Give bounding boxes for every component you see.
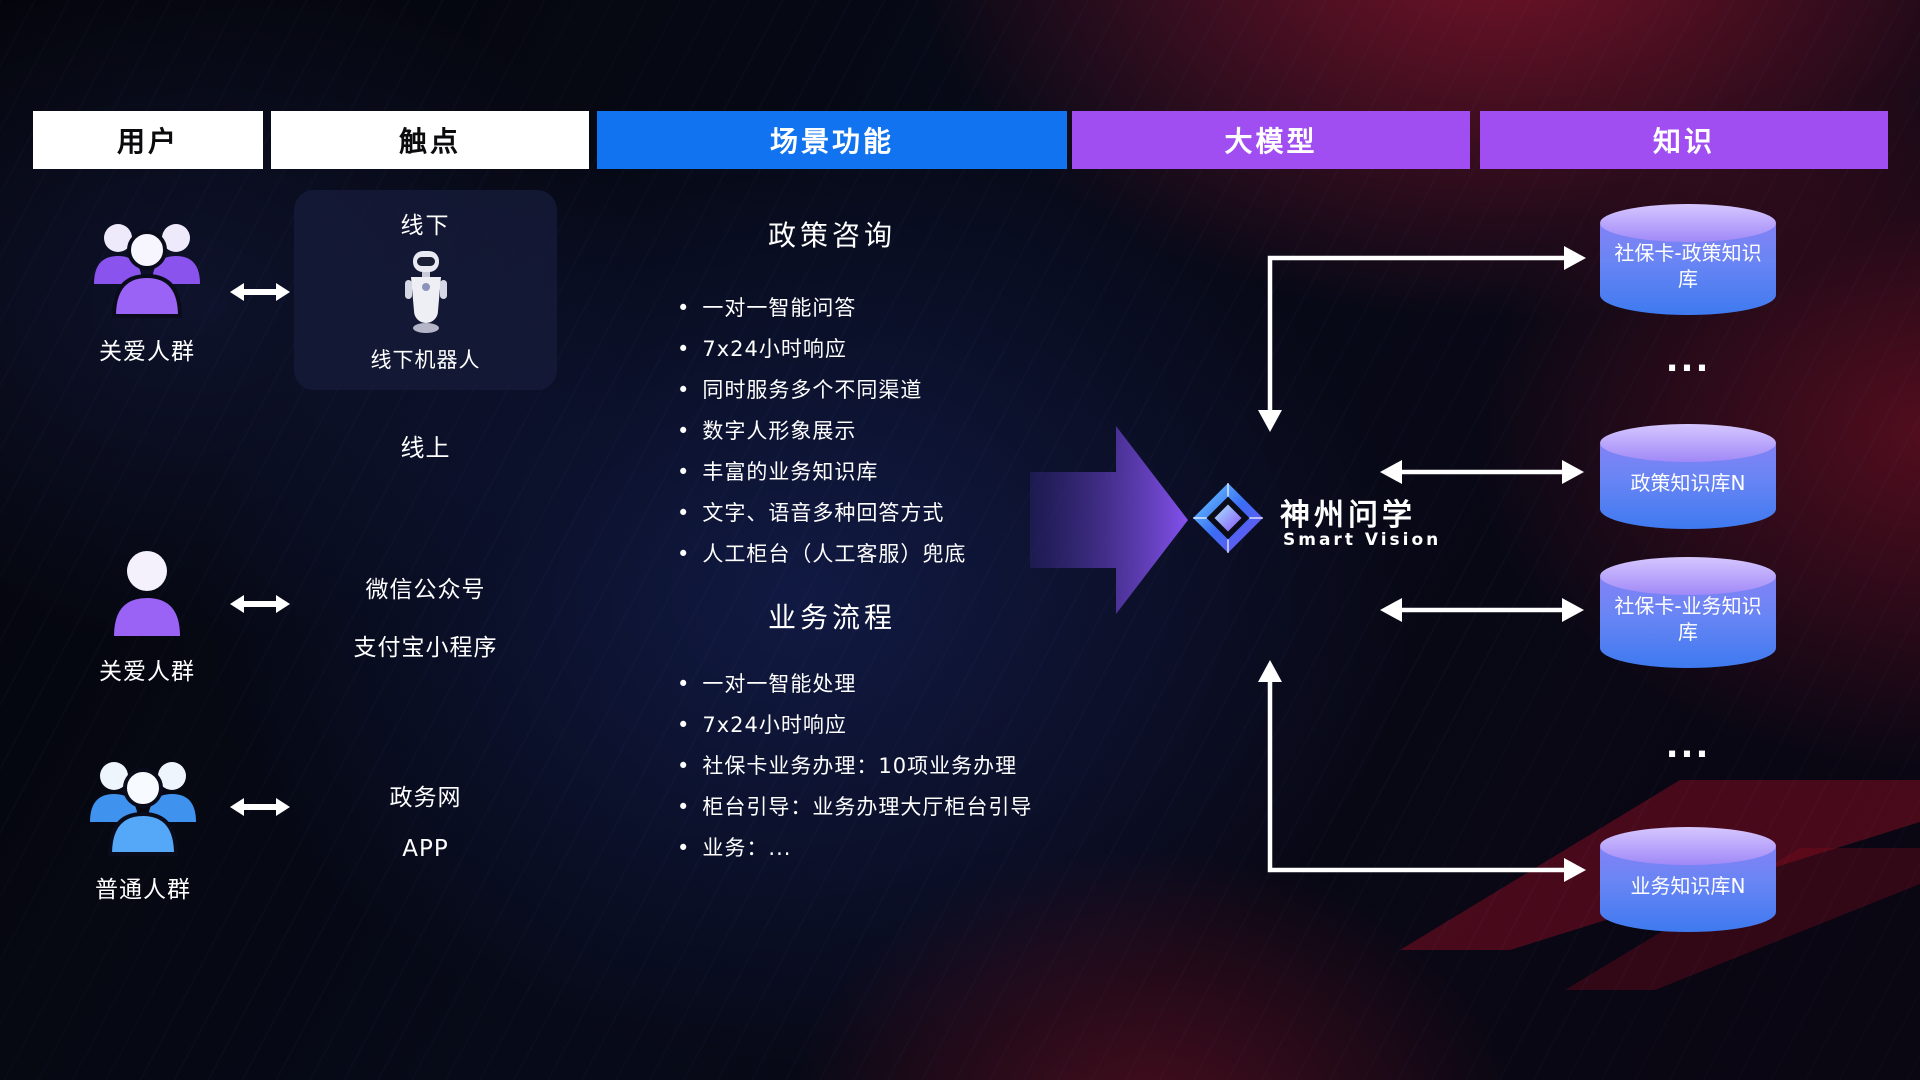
online-title: 线上 (400, 434, 451, 462)
column-header-users: 用户 (33, 111, 263, 169)
list-item: 人工柜台（人工客服）兜底 (677, 538, 966, 568)
offline-title: 线下 (400, 213, 451, 239)
database-cylinder-icon (1600, 424, 1776, 529)
list-item: 一对一智能处理 (677, 668, 1032, 698)
knowledge-db-label: 业务知识库N (1630, 874, 1746, 898)
column-header-model: 大模型 (1072, 111, 1470, 169)
bidirectional-arrow-icon (230, 798, 290, 816)
scenario-policy-list: 一对一智能问答 7x24小时响应 同时服务多个不同渠道 数字人形象展示 丰富的业… (677, 292, 966, 579)
list-item: 数字人形象展示 (677, 415, 966, 445)
knowledge-db-business-ssc: 社保卡-业务知识库 (1600, 557, 1776, 668)
list-item: 社保卡业务办理：10项业务办理 (677, 750, 1032, 780)
knowledge-db-label: 政策知识库N (1630, 471, 1746, 495)
user-label: 关爱人群 (99, 339, 195, 365)
flow-arrow-icon (1030, 426, 1188, 614)
list-item: 文字、语音多种回答方式 (677, 497, 966, 527)
list-item: 7x24小时响应 (677, 709, 1032, 739)
scenario-title-policy: 政策咨询 (767, 219, 896, 252)
model-subtitle: Smart Vision (1283, 530, 1442, 550)
diamond-logo-icon (1193, 483, 1263, 553)
touchpoint-alipay: 支付宝小程序 (353, 635, 498, 661)
column-header-knowledge: 知识 (1480, 111, 1888, 169)
user-label: 关爱人群 (99, 659, 195, 685)
robot-icon (404, 251, 447, 333)
people-group-blue-icon (90, 762, 196, 856)
knowledge-db-business-n: 业务知识库N (1600, 827, 1776, 932)
bidirectional-arrow-icon (230, 595, 290, 613)
user-label: 普通人群 (95, 877, 191, 903)
people-group-purple-icon (94, 224, 200, 318)
database-cylinder-icon (1600, 204, 1776, 315)
scenario-title-business: 业务流程 (767, 601, 896, 634)
knowledge-db-policy-ssc: 社保卡-政策知识库 (1600, 204, 1776, 315)
model-name: 神州问学 (1280, 498, 1416, 533)
user-group-care-1: 关爱人群 (72, 212, 222, 366)
touchpoint-wechat: 微信公众号 (365, 577, 486, 603)
column-header-touchpoints: 触点 (271, 111, 589, 169)
touchpoint-app: APP (402, 836, 449, 862)
list-item: 同时服务多个不同渠道 (677, 374, 966, 404)
offline-touchpoint-card: 线下 线下机器人 (294, 190, 557, 390)
list-item: 一对一智能问答 (677, 292, 966, 322)
list-item: 业务：... (677, 832, 1032, 862)
knowledge-db-policy-n: 政策知识库N (1600, 424, 1776, 529)
list-item: 柜台引导：业务办理大厅柜台引导 (677, 791, 1032, 821)
offline-robot-label: 线下机器人 (370, 348, 481, 372)
column-header-scenarios: 场景功能 (597, 111, 1067, 169)
knowledge-ellipsis: ... (1665, 340, 1711, 380)
list-item: 7x24小时响应 (677, 333, 966, 363)
user-group-general: 普通人群 (68, 750, 218, 904)
knowledge-db-label: 社保卡-政策知识库 (1614, 241, 1762, 291)
knowledge-ellipsis: ... (1665, 726, 1711, 766)
scenario-business-list: 一对一智能处理 7x24小时响应 社保卡业务办理：10项业务办理 柜台引导：业务… (677, 668, 1032, 873)
touchpoint-gov-web: 政务网 (389, 785, 462, 811)
database-cylinder-icon (1600, 827, 1776, 932)
user-group-care-2: 关爱人群 (92, 548, 202, 686)
list-item: 丰富的业务知识库 (677, 456, 966, 486)
knowledge-db-label: 社保卡-业务知识库 (1614, 594, 1762, 644)
database-cylinder-icon (1600, 557, 1776, 668)
bidirectional-arrow-icon (230, 283, 290, 301)
person-purple-icon (114, 551, 180, 636)
